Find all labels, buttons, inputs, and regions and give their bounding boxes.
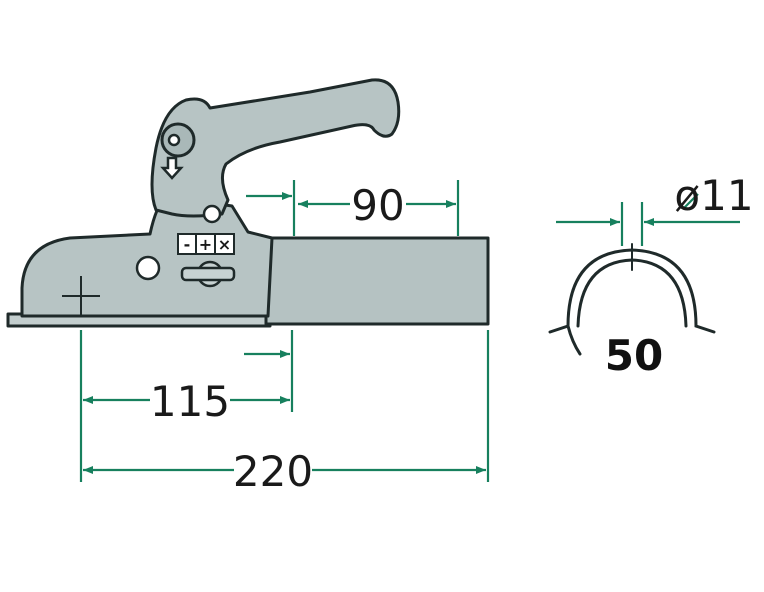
handle-lever	[150, 78, 401, 218]
ball-center-mark	[62, 276, 100, 316]
dim-label-115: 115	[150, 377, 230, 426]
indicator-cross: ×	[218, 235, 231, 254]
bolt-shaft	[180, 266, 236, 282]
tube-body	[264, 236, 490, 326]
dim-label-hole-diameter: ø11	[674, 171, 753, 220]
wear-indicator: - + ×	[177, 233, 235, 255]
dim-label-clamp-diameter: 50	[605, 331, 663, 380]
dimension-lines	[79, 180, 740, 482]
housing-details	[135, 133, 236, 288]
pivot-hole	[167, 133, 181, 147]
upper-hole	[202, 204, 222, 224]
clamp-bracket	[548, 243, 716, 356]
lever-arrow-icon	[160, 156, 184, 180]
side-hole	[135, 255, 161, 281]
indicator-plus: +	[199, 235, 212, 254]
indicator-minus: -	[184, 235, 191, 254]
dim-label-90: 90	[351, 181, 404, 230]
dim-label-220: 220	[233, 447, 313, 496]
clamp-tail	[566, 324, 582, 356]
